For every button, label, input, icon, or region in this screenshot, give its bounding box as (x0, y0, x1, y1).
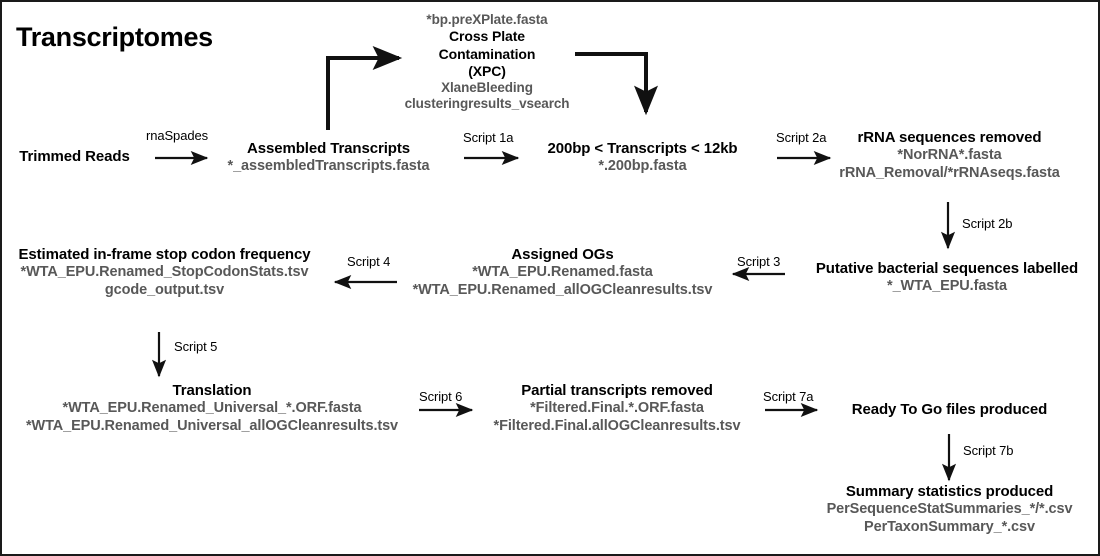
arrow-label-rnaspades: rnaSpades (146, 128, 208, 143)
node-file-above: *bp.preXPlate.fasta (426, 12, 548, 27)
node-file: rRNA_Removal/*rRNAseqs.fasta (839, 164, 1060, 181)
node-assigned-ogs: Assigned OGs *WTA_EPU.Renamed.fasta *WTA… (400, 246, 725, 300)
node-assembled-transcripts: Assembled Transcripts *_assembledTranscr… (206, 140, 451, 176)
node-file: PerSequenceStatSummaries_*/*.csv (826, 501, 1073, 518)
node-length-filter: 200bp < Transcripts < 12kb *.200bp.fasta (520, 140, 765, 176)
node-file: *.200bp.fasta (598, 158, 687, 175)
node-file: *WTA_EPU.Renamed.fasta (472, 264, 653, 281)
node-file: XlaneBleeding (441, 79, 533, 95)
node-file: *NorRNA*.fasta (897, 147, 1002, 164)
node-file: *_assembledTranscripts.fasta (227, 158, 430, 175)
arrow-label-script-1a: Script 1a (463, 130, 514, 145)
node-title-line1: Cross Plate (449, 28, 525, 45)
node-file: *Filtered.Final.allOGCleanresults.tsv (493, 417, 741, 434)
node-file: *WTA_EPU.Renamed_allOGCleanresults.tsv (412, 281, 713, 298)
node-title: Ready To Go files produced (851, 401, 1048, 418)
arrow-label-script-2a: Script 2a (776, 130, 827, 145)
arrow-label-script-7b: Script 7b (963, 443, 1014, 458)
node-title: Putative bacterial sequences labelled (815, 260, 1079, 277)
node-title: Translation (172, 382, 252, 399)
node-putative-bacterial: Putative bacterial sequences labelled *_… (797, 260, 1097, 296)
node-file: *Filtered.Final.*.ORF.fasta (530, 400, 704, 417)
node-trimmed-reads: Trimmed Reads (2, 148, 147, 166)
arrow-label-script-5: Script 5 (174, 339, 218, 354)
arrow-label-script-7a: Script 7a (763, 389, 814, 404)
node-title: rRNA sequences removed (857, 129, 1042, 146)
node-file: PerTaxonSummary_*.csv (864, 518, 1035, 535)
node-file: clusteringresults_vsearch (404, 96, 570, 112)
node-title-line2: Contamination (438, 45, 536, 62)
arrow-label-script-3: Script 3 (737, 254, 781, 269)
node-title: 200bp < Transcripts < 12kb (547, 140, 738, 157)
node-summary-statistics: Summary statistics produced PerSequenceS… (802, 483, 1097, 537)
node-cross-plate-contamination: *bp.preXPlate.fasta Cross Plate Contamin… (382, 12, 592, 113)
node-file: *WTA_EPU.Renamed_Universal_*.ORF.fasta (62, 400, 362, 417)
node-title: Assembled Transcripts (247, 140, 410, 157)
node-title-line3: (XPC) (468, 62, 506, 79)
node-ready-to-go: Ready To Go files produced (822, 401, 1077, 419)
node-file: *_WTA_EPU.fasta (887, 278, 1007, 295)
node-title: Assigned OGs (511, 246, 614, 263)
node-file: *WTA_EPU.Renamed_StopCodonStats.tsv (20, 264, 309, 281)
node-file: gcode_output.tsv (104, 281, 225, 298)
arrow-label-script-2b: Script 2b (962, 216, 1013, 231)
node-title: Partial transcripts removed (521, 382, 713, 399)
node-rrna-removed: rRNA sequences removed *NorRNA*.fasta rR… (822, 129, 1077, 183)
node-stop-codon-frequency: Estimated in-frame stop codon frequency … (2, 246, 327, 300)
arrow-label-script-6: Script 6 (419, 389, 463, 404)
arrow-label-script-4: Script 4 (347, 254, 391, 269)
page-title: Transcriptomes (16, 22, 213, 52)
node-title: Estimated in-frame stop codon frequency (18, 246, 311, 263)
node-title: Summary statistics produced (845, 483, 1054, 500)
node-translation: Translation *WTA_EPU.Renamed_Universal_*… (2, 382, 422, 436)
node-partial-transcripts-removed: Partial transcripts removed *Filtered.Fi… (472, 382, 762, 436)
node-title: Trimmed Reads (19, 148, 130, 165)
node-file: *WTA_EPU.Renamed_Universal_allOGCleanres… (25, 417, 399, 434)
